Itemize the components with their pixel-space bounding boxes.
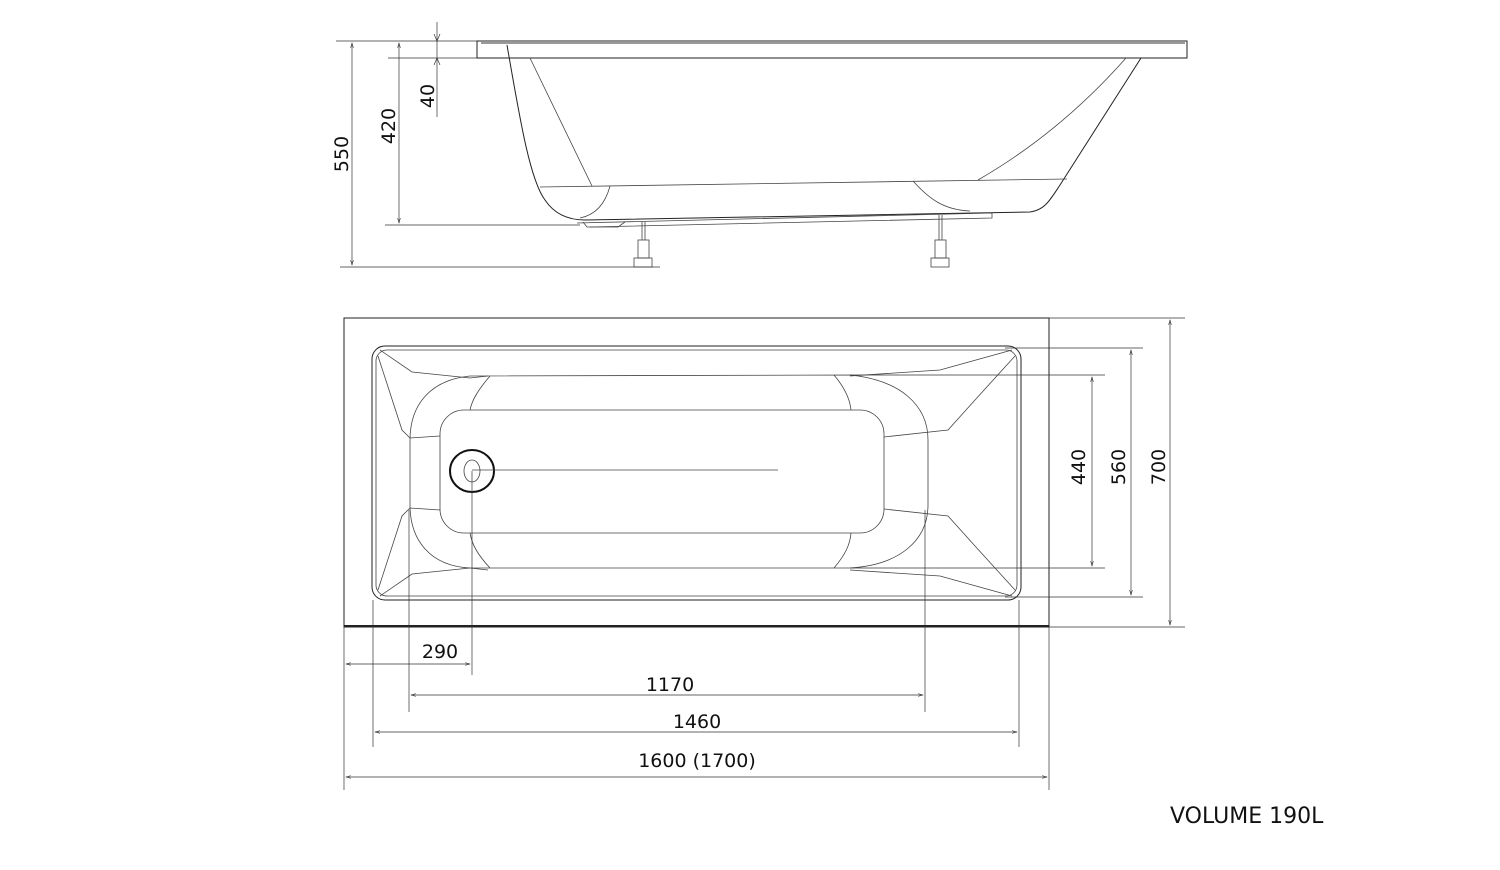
- dim-label-420: 420: [378, 108, 400, 144]
- dim-label-440: 440: [1068, 449, 1090, 485]
- rim: [476, 40, 1188, 59]
- ledge-line: [539, 178, 1068, 188]
- leg-left: [633, 222, 653, 268]
- floor: [439, 409, 885, 534]
- inner-rim: [371, 345, 1022, 601]
- dim-label-560: 560: [1108, 449, 1130, 485]
- dim-label-290: 290: [422, 641, 458, 663]
- inner-right-wall: [977, 57, 1127, 181]
- leg-right: [930, 215, 950, 268]
- volume-label: VOLUME 190L: [1170, 804, 1324, 829]
- dim-label-1460: 1460: [673, 711, 721, 733]
- dim-label-700: 700: [1148, 449, 1170, 485]
- top-view: 290 1170 1460 1600 (1700) 440 560 700: [343, 317, 1185, 790]
- side-view: 550 420 40: [331, 22, 1188, 268]
- dim-label-550: 550: [331, 136, 353, 172]
- base-frame: [576, 212, 993, 228]
- dim-label-1600: 1600 (1700): [638, 750, 756, 772]
- outer-hull: [506, 44, 1142, 221]
- dim-label-40: 40: [417, 84, 439, 108]
- inner-left-wall: [529, 57, 593, 187]
- dim-label-1170: 1170: [646, 674, 694, 696]
